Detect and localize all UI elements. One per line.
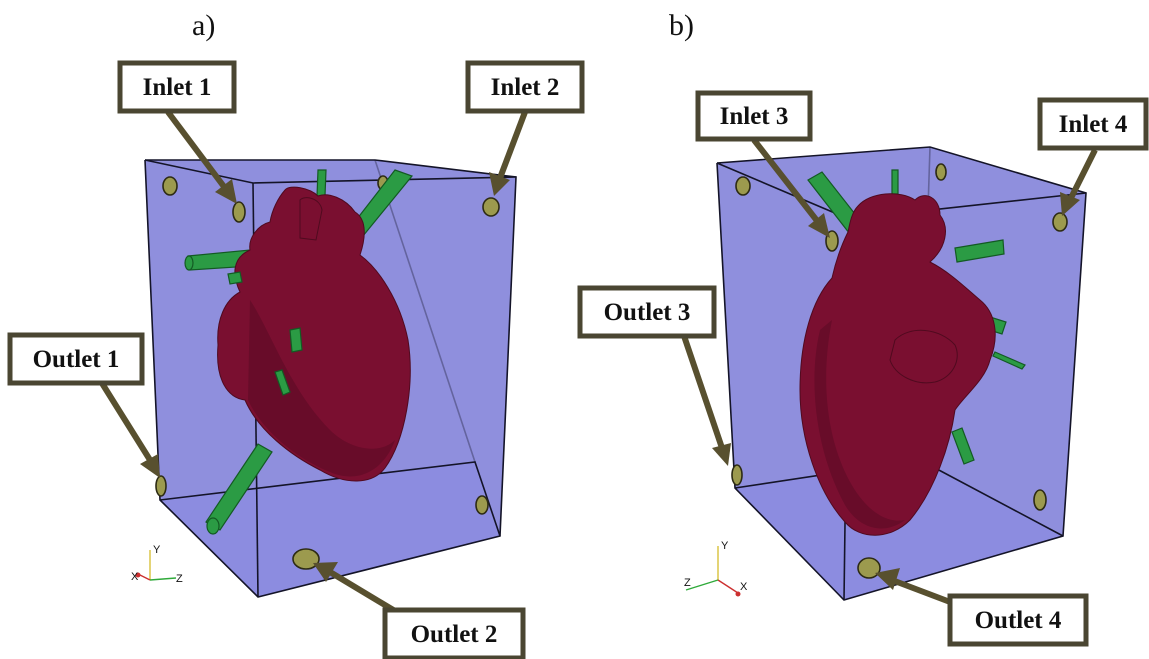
axis-triad-a: Y X Z (131, 544, 183, 585)
tube-a-stub (227, 271, 243, 285)
port-b-inlet-4 (1052, 212, 1068, 232)
box-a-bottom (160, 462, 500, 597)
tube-a-left-cap (184, 255, 194, 271)
callout-inlet-1-box (117, 60, 237, 114)
port-a-3 (475, 495, 489, 515)
port-b-2 (935, 163, 947, 181)
arrow-outlet-2 (328, 569, 402, 617)
port-a-outlet-1 (155, 475, 167, 497)
port-b-3 (1033, 489, 1047, 511)
callout-inlet-2-label: Inlet 2 (491, 74, 560, 101)
callout-outlet-1-label: Outlet 1 (33, 346, 120, 373)
port-a-outlet-2 (292, 548, 320, 570)
callout-outlet-2: Outlet 2 (382, 607, 526, 659)
tube-b-right (954, 239, 1005, 263)
axis-a-z-label: Z (176, 573, 183, 585)
tube-b-lower (951, 427, 975, 465)
tube-a-mid-2 (274, 369, 291, 396)
tube-b-thin (992, 351, 1026, 370)
panel-a: a) (7, 9, 585, 659)
arrow-outlet-3 (679, 329, 725, 449)
callout-outlet-3-label: Outlet 3 (604, 299, 691, 326)
arrow-inlet-3-head (808, 213, 830, 238)
panel-a-label: a) (192, 9, 215, 42)
box-a-back-bottom (159, 461, 501, 537)
callout-outlet-2-label: Outlet 2 (411, 621, 498, 648)
callout-outlet-4-label: Outlet 4 (975, 607, 1062, 634)
port-b-1 (735, 176, 751, 196)
axis-b-x (717, 579, 739, 594)
axis-triad-b: Y Z X (684, 540, 748, 597)
arrow-inlet-2-head (489, 172, 510, 196)
callout-inlet-3-box (695, 90, 813, 142)
callout-inlet-1: Inlet 1 (117, 60, 237, 114)
callout-outlet-3: Outlet 3 (577, 285, 717, 339)
tube-a-mid-1 (289, 327, 303, 353)
axis-a-x-dot (135, 572, 141, 578)
tube-a-bottom-cap (206, 517, 220, 535)
port-a-inlet-1 (232, 201, 246, 223)
axis-a-z (149, 577, 177, 581)
callout-inlet-4: Inlet 4 (1037, 97, 1149, 151)
axis-b-z-label: Z (684, 577, 691, 589)
callout-outlet-2-box (382, 607, 526, 659)
arrow-inlet-1-head (215, 179, 237, 204)
port-a-1 (162, 176, 178, 196)
arrow-inlet-2 (497, 110, 528, 180)
callout-inlet-4-box (1037, 97, 1149, 151)
arrow-outlet-1 (97, 378, 153, 462)
callout-inlet-3: Inlet 3 (695, 90, 813, 142)
axis-b-x-dot (735, 591, 741, 597)
port-b-outlet-3 (731, 464, 743, 486)
axis-b-z (685, 579, 719, 591)
callout-inlet-4-label: Inlet 4 (1059, 111, 1128, 138)
axis-a-y-label: Y (153, 544, 161, 556)
axis-a-x-label: X (131, 571, 139, 583)
tube-b-vertical (891, 169, 899, 195)
arrow-inlet-4 (1067, 148, 1098, 202)
arrow-outlet-3-head (712, 443, 731, 466)
box-b-bottom (735, 460, 1063, 600)
heart-b (799, 193, 996, 536)
callout-inlet-1-label: Inlet 1 (143, 74, 212, 101)
port-b-outlet-4 (857, 557, 881, 579)
heart-b-shade (814, 320, 905, 529)
heart-a (217, 186, 411, 482)
callout-outlet-4-box (947, 593, 1089, 647)
heart-b-atrium (889, 329, 958, 384)
callout-outlet-3-box (577, 285, 717, 339)
tube-a-diagonal-bottom (205, 443, 273, 531)
callout-inlet-3-label: Inlet 3 (720, 103, 789, 130)
heart-a-vessel (299, 197, 323, 241)
arrow-outlet-4-head (875, 568, 900, 590)
callout-outlet-1-box (7, 332, 145, 386)
arrow-outlet-2-head (313, 562, 338, 582)
arrow-outlet-4 (890, 577, 960, 608)
arrows-b (679, 138, 1098, 608)
box-a-back-edge (374, 159, 476, 463)
callout-outlet-4: Outlet 4 (947, 593, 1089, 647)
axis-b-y-label: Y (721, 540, 729, 552)
panel-b-label: b) (669, 9, 694, 42)
callout-inlet-2: Inlet 2 (465, 60, 585, 114)
heart-a-shade (248, 300, 395, 477)
tube-a-vertical (316, 169, 327, 197)
arrow-outlet-1-head (140, 454, 160, 478)
arrows-a (97, 110, 528, 617)
arrow-inlet-4-head (1060, 192, 1080, 216)
arrow-inlet-1 (165, 110, 228, 190)
port-a-inlet-2 (482, 197, 500, 217)
callout-outlet-1: Outlet 1 (7, 332, 145, 386)
panel-b: b) (577, 9, 1149, 647)
axis-b-x-label: X (740, 581, 748, 593)
callout-inlet-2-box (465, 60, 585, 114)
arrow-inlet-3 (751, 138, 821, 224)
